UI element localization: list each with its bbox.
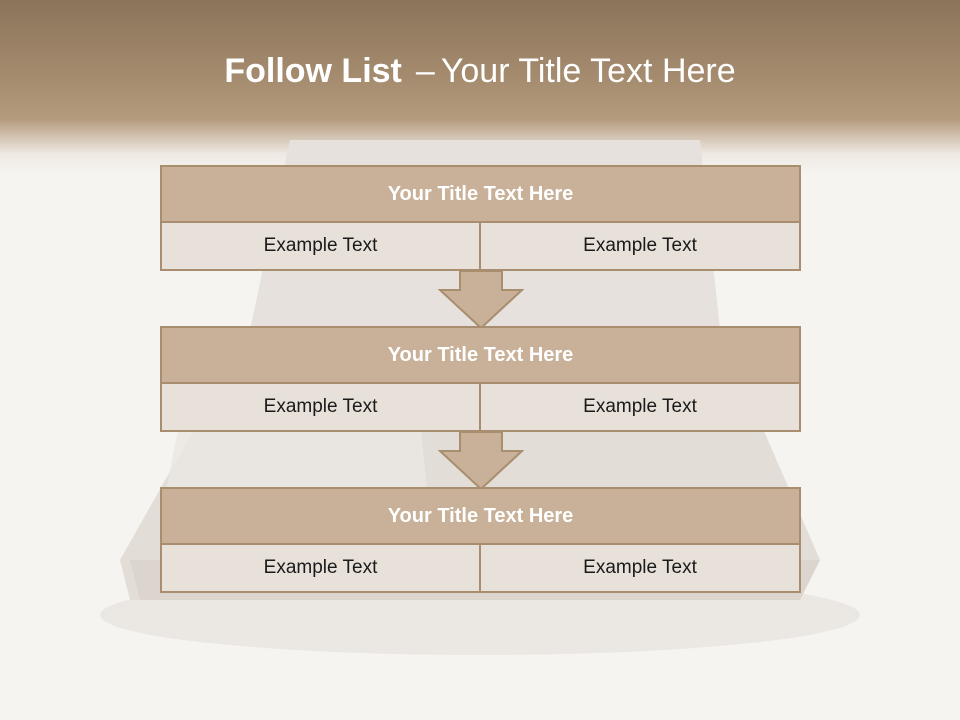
step-title: Your Title Text Here xyxy=(160,165,801,223)
step-block-3: Your Title Text Here Example Text Exampl… xyxy=(160,487,801,593)
step-title: Your Title Text Here xyxy=(160,326,801,384)
step-cell-right: Example Text xyxy=(479,382,801,432)
step-cell-left: Example Text xyxy=(160,221,481,271)
step-cell-right: Example Text xyxy=(479,221,801,271)
step-cell-right: Example Text xyxy=(479,543,801,593)
title-rest: Your Title Text Here xyxy=(440,52,736,90)
step-block-1: Your Title Text Here Example Text Exampl… xyxy=(160,165,801,271)
step-cell-left: Example Text xyxy=(160,382,481,432)
down-arrow-icon xyxy=(438,270,524,330)
step-block-2: Your Title Text Here Example Text Exampl… xyxy=(160,326,801,432)
title-bold: Follow List xyxy=(224,52,402,90)
title-dash: – xyxy=(415,52,435,90)
page-title: Follow List–Your Title Text Here xyxy=(0,52,960,91)
down-arrow-icon xyxy=(438,431,524,491)
step-cell-left: Example Text xyxy=(160,543,481,593)
step-title: Your Title Text Here xyxy=(160,487,801,545)
